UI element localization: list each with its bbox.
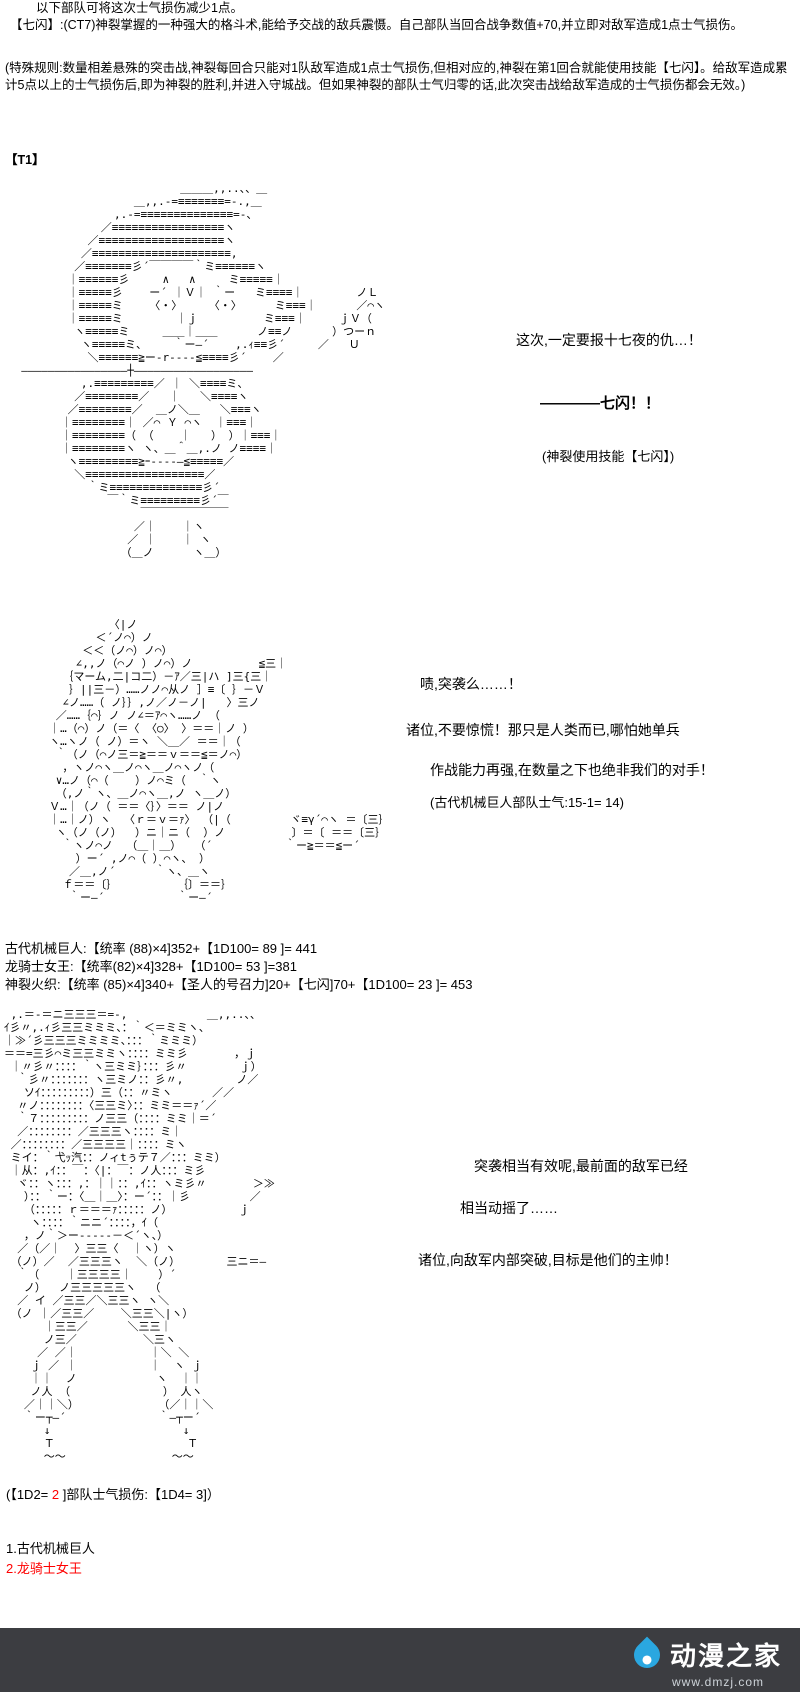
dice-result-suffix: ]部队士气损伤:【1D4= 3]） bbox=[59, 1487, 220, 1502]
dialogue-revenge: 这次,一定要报十七夜的仇…！ bbox=[516, 332, 702, 348]
dialogue-ambush: 啧,突袭么……！ bbox=[420, 676, 522, 692]
dialogue-no-match: 作战能力再强,在数量之下也绝非我们的对手！ bbox=[430, 762, 714, 778]
dice-result-line: (【1D2= 2 ]部队士气损伤:【1D4= 3]） bbox=[6, 1486, 220, 1503]
turn-marker: 【T1】 bbox=[5, 153, 45, 167]
target-option-1: 1.古代机械巨人 bbox=[6, 1541, 95, 1556]
site-url: www.dmzj.com bbox=[671, 1675, 764, 1689]
rules-continuation-line: 以下部队可将这次士气损伤减少1点。 bbox=[36, 1, 243, 15]
skill-description: 【七闪】:(CT7)神裂掌握的一种强大的格斗术,能给予交战的敌兵震慑。自己部队当… bbox=[10, 18, 744, 32]
site-footer: 动漫之家 www.dmzj.com bbox=[0, 1628, 800, 1692]
battle-stats-block: 古代机械巨人:【统率 (88)×4]352+【1D100= 89 ]= 441 … bbox=[5, 940, 472, 994]
narration-skill-use: (神裂使用技能【七闪】) bbox=[542, 449, 675, 464]
dialogue-breakthrough: 诸位,向敌军内部突破,目标是他们的主帅！ bbox=[418, 1252, 678, 1268]
ascii-art-charge: ,.＝-＝ニ三三三＝=-, ＿,,..、、 ｲ彡〃,.ｨ彡三三ミミミ、：｀＜＝ミ… bbox=[4, 1008, 275, 1463]
dialogue-seven-flash: ————七闪！！ bbox=[540, 395, 661, 412]
site-name: 动漫之家 bbox=[669, 1641, 782, 1671]
ascii-art-kanzaki: ＿＿＿,,..、、＿ ＿,,.-=≡≡≡≡≡≡≡=-.,＿ ,.-=≡≡≡≡≡≡… bbox=[21, 182, 386, 559]
narration-morale: (古代机械巨人部队士气:15-1= 14) bbox=[430, 795, 624, 810]
dmzj-logo-link[interactable]: 动漫之家 www.dmzj.com bbox=[628, 1636, 782, 1689]
target-option-2: 2.龙骑士女王 bbox=[6, 1561, 82, 1576]
water-drop-icon bbox=[628, 1636, 666, 1673]
stat-line-kanzaki: 神裂火织:【统率 (85)×4]340+【圣人的号召力]20+【七闪]70+【1… bbox=[5, 977, 473, 992]
ascii-art-mech-giant: 〈|ノ ＜´ノ⌒）ノ ＜＜（ノ⌒）ノ⌒） ∠,,ノ（⌒ノ ）ノ⌒）ノ ≦三｜ ｛… bbox=[49, 618, 390, 904]
dice-result-value: 2 bbox=[51, 1487, 60, 1502]
special-rule-paragraph: (特殊规则:数量相差悬殊的突击战,神裂每回合只能对1队敌军造成1点士气损伤,但相… bbox=[5, 61, 788, 92]
stat-line-mech-giant: 古代机械巨人:【统率 (88)×4]352+【1D100= 89 ]= 441 bbox=[5, 941, 318, 956]
dice-result-prefix: (【1D2= bbox=[6, 1487, 52, 1502]
dialogue-dont-panic: 诸位,不要惊慌！那只是人类而已,哪怕她单兵 bbox=[406, 722, 680, 738]
stat-line-dragon-queen: 龙骑士女王:【统率(82)×4]328+【1D100= 53 ]=381 bbox=[5, 959, 297, 974]
dialogue-shaken: 相当动摇了…… bbox=[460, 1200, 558, 1216]
dialogue-ambush-effective: 突袭相当有效呢,最前面的敌军已经 bbox=[474, 1158, 688, 1174]
